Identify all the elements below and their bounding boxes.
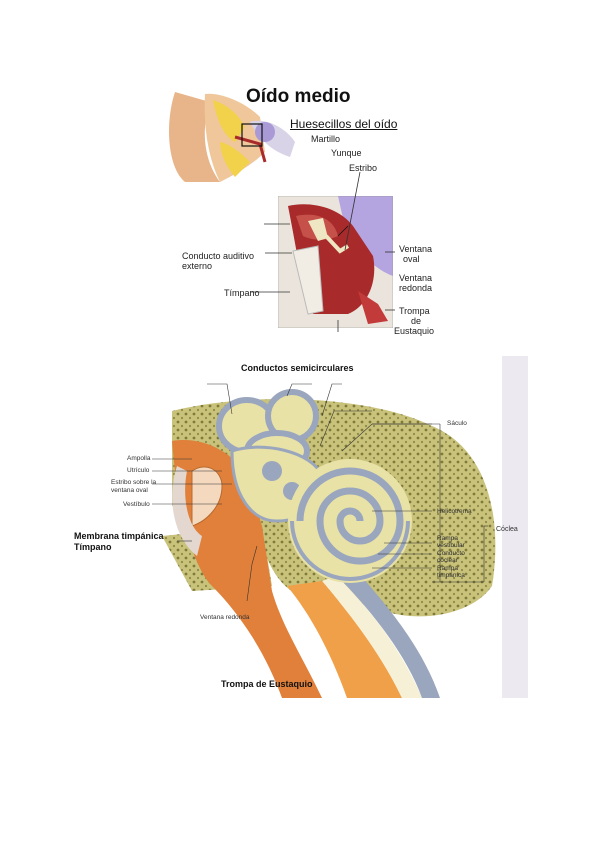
label-rampa-vestibular-1: Rampa xyxy=(437,535,458,542)
label-ventana-redonda-2: redonda xyxy=(399,283,433,293)
label-martillo: Martillo xyxy=(311,134,341,144)
label-yunque: Yunque xyxy=(331,148,362,158)
label-conducto-2: externo xyxy=(182,261,213,271)
outer-ear-thumbnail xyxy=(165,82,300,187)
label-timpano-bottom: Tímpano xyxy=(74,542,112,552)
top-leader-lines xyxy=(250,171,395,332)
label-estribo: Estribo xyxy=(349,163,378,173)
label-ventana-redonda-1: Ventana xyxy=(399,273,433,283)
label-trompa-eustaquio: Trompa de Eustaquio xyxy=(221,679,313,689)
label-trompa-2: de xyxy=(411,316,422,326)
label-ventana-redonda: Ventana redonda xyxy=(200,614,250,621)
label-coclea: Cóclea xyxy=(496,526,518,533)
label-ventana-oval-2: oval xyxy=(403,254,420,264)
label-rampa-vestibular-2: vestibular xyxy=(437,542,465,549)
label-estribo-2: ventana oval xyxy=(111,487,148,494)
label-helicotrema: Helicotrema xyxy=(437,508,472,515)
label-conducto-1: Conducto auditivo xyxy=(182,251,255,261)
label-rampa-timpanica-1: Rampa xyxy=(437,565,458,572)
label-vestibulo: Vestíbulo xyxy=(123,501,150,508)
middle-ear-detail xyxy=(278,196,393,328)
label-ampolla: Ampolla xyxy=(127,455,151,462)
label-conducto-coclear-1: Conducto xyxy=(437,550,465,557)
middle-ear-title: Oído medio xyxy=(246,86,351,107)
ossicles-subtitle: Huesecillos del oído xyxy=(290,117,398,131)
label-trompa-3: Eustaquio xyxy=(394,326,435,336)
label-estribo-1: Estribo sobre la xyxy=(111,479,157,486)
label-membrana-timpanica: Membrana timpánica xyxy=(74,531,164,541)
label-saculo: Sáculo xyxy=(447,420,467,427)
inner-ear-diagram xyxy=(72,356,528,698)
label-timpano-top: Tímpano xyxy=(224,288,260,298)
label-ventana-oval-1: Ventana xyxy=(399,244,433,254)
label-utriculo: Utrículo xyxy=(127,467,150,474)
label-conducto-coclear-2: coclear xyxy=(437,557,458,564)
label-trompa-1: Trompa xyxy=(399,306,430,316)
label-rampa-timpanica-2: timpánica xyxy=(437,572,465,579)
label-conductos-semicirculares: Conductos semicirculares xyxy=(241,363,354,373)
